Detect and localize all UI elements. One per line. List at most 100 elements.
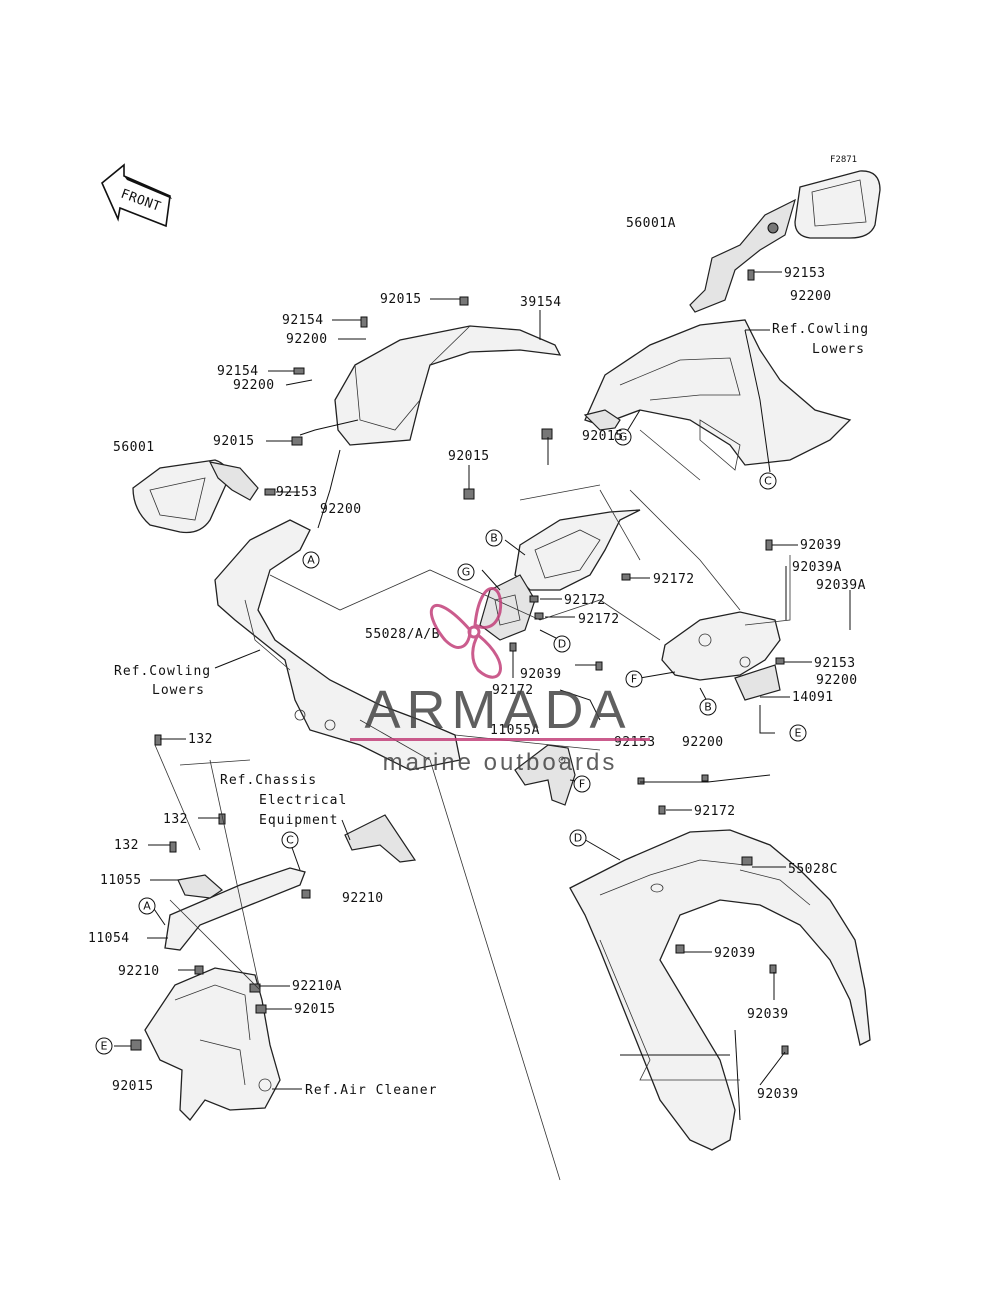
svg-text:B: B — [704, 701, 712, 714]
right-upper-cowl — [583, 319, 852, 471]
part-label: 92172 — [694, 804, 736, 819]
ref-cowling-lowers-left: Lowers — [152, 683, 205, 698]
part-label: 92039A — [792, 560, 842, 575]
part-label: 39154 — [520, 295, 562, 310]
part-label: 92039 — [520, 667, 562, 682]
part-label: 132 — [114, 838, 139, 853]
marker-e-1: E — [789, 724, 807, 742]
svg-text:F: F — [631, 673, 637, 686]
marker-e-2: E — [95, 1037, 113, 1055]
part-label: 92015 — [213, 434, 255, 449]
diagram-code: F2871 — [830, 155, 857, 165]
marker-d-2: D — [569, 829, 587, 847]
ref-chassis: Ref.Chassis — [220, 773, 317, 788]
svg-text:A: A — [143, 900, 151, 913]
part-label: 132 — [163, 812, 188, 827]
right-mirror — [689, 170, 881, 313]
marker-b-1: B — [485, 529, 503, 547]
windshield — [334, 325, 562, 446]
part-labels: 56001A 92153 92200 92015 39154 92154 922… — [88, 216, 866, 1102]
ref-cowling-lowers-right: Ref.Cowling — [772, 322, 869, 337]
svg-text:B: B — [490, 532, 498, 545]
part-label: 55028/A/B — [365, 627, 440, 642]
watermark-underline — [350, 738, 650, 741]
part-label: 92172 — [492, 683, 534, 698]
marker-b-2: B — [699, 698, 717, 716]
reference-lines — [154, 429, 791, 1181]
left-side-cowl — [214, 519, 461, 771]
svg-text:E: E — [101, 1040, 108, 1053]
part-label: 92210 — [118, 964, 160, 979]
svg-text:F: F — [579, 778, 585, 791]
propeller-logo-icon — [429, 587, 503, 679]
part-label: 92039 — [714, 946, 756, 961]
marker-d-1: D — [553, 635, 571, 653]
svg-text:G: G — [462, 566, 471, 579]
part-label: 92200 — [286, 332, 328, 347]
part-label: 56001A — [626, 216, 676, 231]
part-label: 92172 — [578, 612, 620, 627]
part-label: 92210 — [342, 891, 384, 906]
part-label: 132 — [188, 732, 213, 747]
bracket-11054 — [164, 867, 306, 951]
part-label: 92153 — [784, 266, 826, 281]
part-label: 92200 — [790, 289, 832, 304]
marker-g-2: G — [457, 563, 475, 581]
part-label: 92039A — [816, 578, 866, 593]
part-label: 92015 — [582, 429, 624, 444]
part-label: 55028C — [788, 862, 838, 877]
part-label: 92015 — [380, 292, 422, 307]
part-label: 92039 — [747, 1007, 789, 1022]
left-mirror — [132, 459, 259, 534]
part-label: 92153 — [814, 656, 856, 671]
svg-text:D: D — [558, 638, 566, 651]
svg-text:D: D — [574, 832, 582, 845]
part-label: 92200 — [682, 735, 724, 750]
marker-a-2: A — [138, 897, 156, 915]
part-label: 11055 — [100, 873, 142, 888]
part-label: 92015 — [448, 449, 490, 464]
front-arrow-icon: FRONT — [101, 163, 172, 228]
marker-a-1: A — [302, 551, 320, 569]
marker-f-1: F — [625, 670, 643, 688]
part-label: 92039 — [757, 1087, 799, 1102]
part-label: 92154 — [282, 313, 324, 328]
marker-f-2: F — [573, 775, 591, 793]
part-label: 14091 — [792, 690, 834, 705]
marker-c-1: C — [759, 472, 777, 490]
part-label: 92015 — [112, 1079, 154, 1094]
svg-text:G: G — [619, 431, 628, 444]
reference-notes: Ref.Cowling Lowers Ref.Cowling Lowers Re… — [114, 322, 869, 1098]
fasteners — [130, 269, 789, 1055]
part-label: 56001 — [113, 440, 155, 455]
bracket-11055A — [514, 744, 576, 806]
part-label: 92154 — [217, 364, 259, 379]
part-label: 92210A — [292, 979, 342, 994]
lower-fairing — [569, 829, 871, 1151]
watermark-title: ARMADA — [364, 680, 631, 740]
leader-lines — [105, 271, 851, 1121]
part-label: 11055A — [490, 723, 540, 738]
ref-chassis: Electrical — [259, 793, 347, 808]
ref-chassis: Equipment — [259, 813, 338, 828]
part-label: 92015 — [294, 1002, 336, 1017]
right-inner-panel — [661, 611, 781, 701]
chassis-bracket — [344, 814, 417, 863]
svg-text:C: C — [286, 834, 294, 847]
air-cleaner-bracket — [144, 967, 281, 1121]
svg-text:C: C — [764, 475, 772, 488]
watermark: ARMADA marine outboards — [350, 587, 650, 776]
marker-c-2: C — [281, 831, 299, 849]
svg-text:E: E — [795, 727, 802, 740]
part-label: 11054 — [88, 931, 130, 946]
part-label: 92172 — [564, 593, 606, 608]
part-label: 92039 — [800, 538, 842, 553]
svg-text:A: A — [307, 554, 315, 567]
part-label: 92172 — [653, 572, 695, 587]
marker-g-1: G — [614, 428, 632, 446]
part-label: 92200 — [320, 502, 362, 517]
ref-cowling-lowers-right: Lowers — [812, 342, 865, 357]
watermark-subtitle: marine outboards — [383, 749, 618, 776]
ref-cowling-lowers-left: Ref.Cowling — [114, 664, 211, 679]
